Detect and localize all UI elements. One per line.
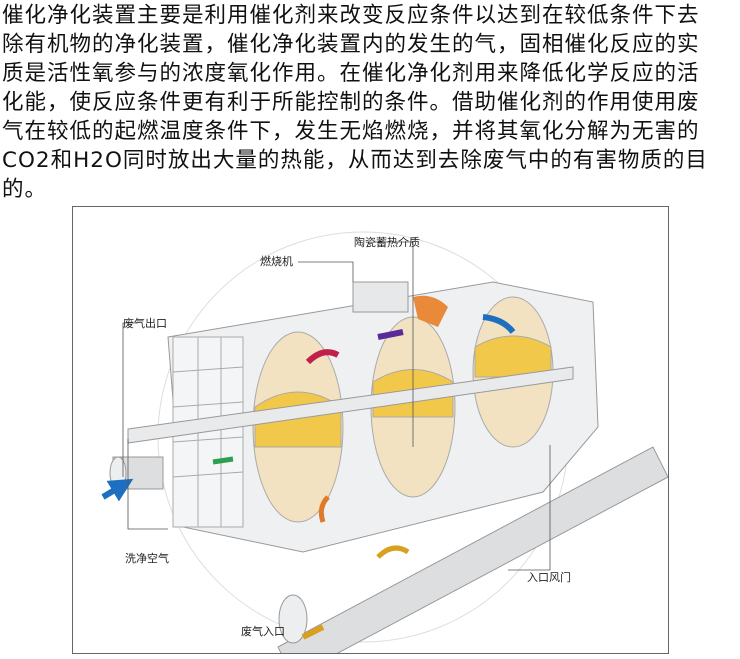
paragraph-line: 质是活性氧参与的浓度氧化作用。在催化净化剂用来降低化学反应的活: [2, 61, 700, 86]
paragraph-line: 气在较低的起燃温度条件下，发生无焰燃烧，并将其氧化分解为无害的: [2, 119, 700, 144]
label-exhaust-inlet: 废气入口: [241, 625, 285, 638]
label-ceramic-media: 陶瓷蓄热介质: [354, 236, 420, 249]
rto-diagram: 陶瓷蓄热介质 燃烧机 废气出口 洗净空气 入口风门 废气入口: [72, 206, 669, 654]
label-clean-air: 洗净空气: [125, 552, 169, 565]
rto-illustration: [101, 231, 668, 653]
label-inlet-damper: 入口风门: [527, 571, 571, 584]
paragraph-line: CO2和H2O同时放出大量的热能，从而达到去除废气中的有害物质的目: [2, 148, 708, 173]
paragraph-line: 催化净化装置主要是利用催化剂来改变反应条件以达到在较低条件下去: [2, 3, 700, 28]
label-burner: 燃烧机: [260, 255, 293, 268]
description-paragraph: 催化净化装置主要是利用催化剂来改变反应条件以达到在较低条件下去 除有机物的净化装…: [2, 1, 740, 204]
paragraph-line: 化能，使反应条件更有利于所能控制的条件。借助催化剂的作用使用废: [2, 90, 700, 115]
paragraph-line: 的。: [2, 177, 48, 202]
label-exhaust-outlet: 废气出口: [123, 317, 167, 330]
paragraph-line: 除有机物的净化装置，催化净化装置内的发生的气，固相催化反应的实: [2, 32, 700, 57]
